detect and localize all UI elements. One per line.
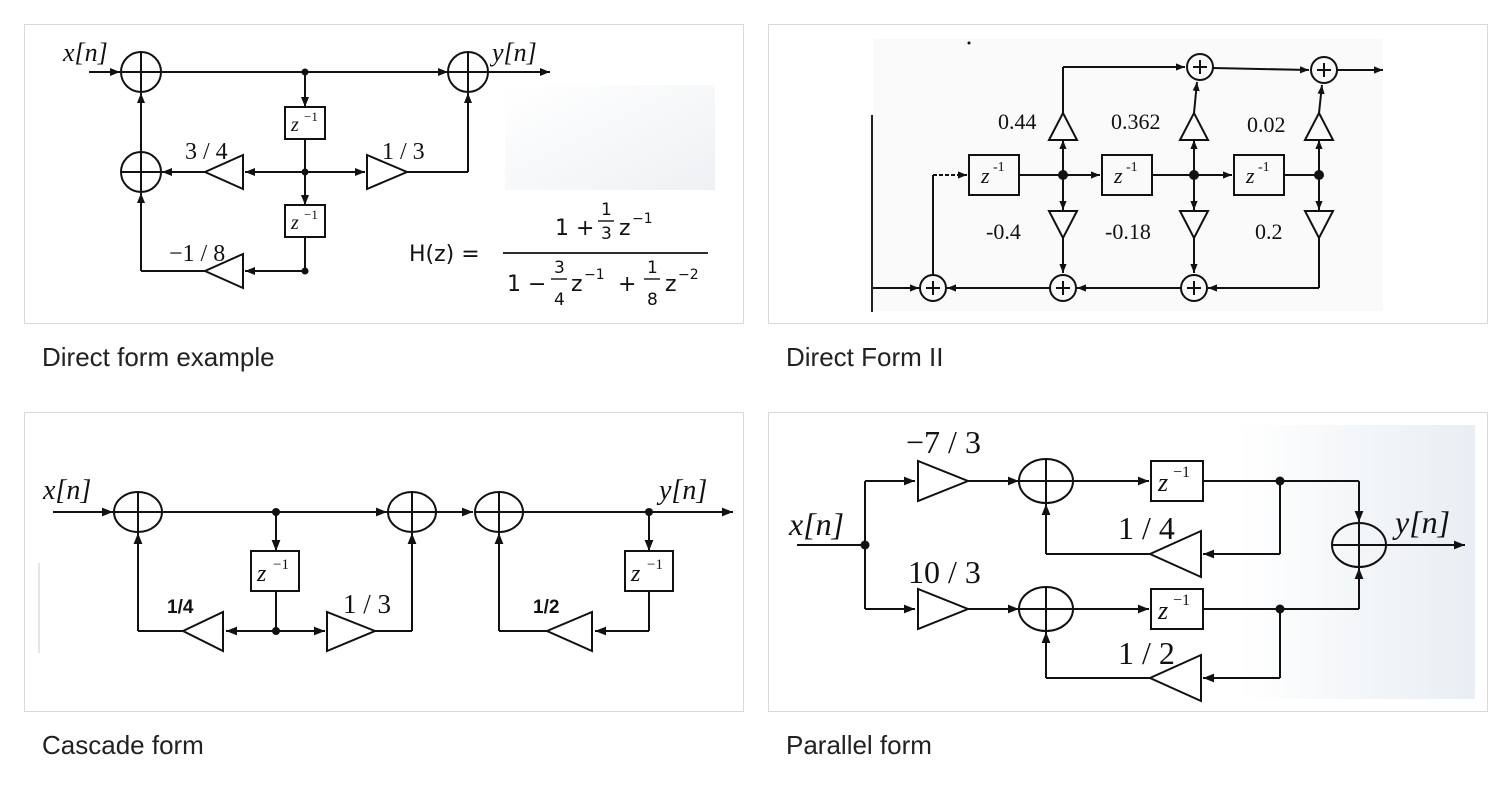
gain-triangle-3-4 [202,153,244,191]
caption-direct-form-example: Direct form example [42,342,275,372]
input-label: x[n] [62,38,108,67]
gain-label-1-2: 1/2 [533,597,559,618]
background-shade [1239,425,1475,699]
parallel-form-diagram: x[n] y[n] −7 / 3 10 / 3 1 / 4 1 / 2 z −1… [788,424,1475,703]
den-frac2-d: 8 [647,290,658,310]
gain-label-top-2: 0.362 [1111,109,1161,134]
gain-triangle-bottom-3 [1303,210,1335,241]
caption-cascade-form: Cascade form [42,730,204,760]
gain-label-top-3: 0.02 [1247,112,1286,137]
gain-label-bottom-1: -0.4 [986,219,1021,244]
card-direct-form-example: x[n] y[n] z −1 z −1 3 / 4 1 / 3 −1 / 8 H… [24,24,744,372]
delay-label: z [256,561,267,587]
gain-triangle-top-2 [1178,110,1210,141]
den-frac2-n: 1 [647,258,658,278]
num-frac-n: 1 [601,200,612,220]
background-shade [505,85,715,190]
gain-triangle-1-4 [180,610,224,653]
diagram-frame: x[n] y[n] z −1 z −1 1/4 1 / 3 1/2 [24,412,744,712]
den-z2: z [665,272,677,297]
gain-triangle-minus-1-8 [202,252,244,290]
transfer-function: H(z) = 1 + 1 3 z −1 1 − 3 4 z −1 + 1 8 z… [409,200,708,310]
gain-label-1-3: 1 / 3 [382,139,425,165]
den-frac1-d: 4 [554,290,565,310]
gain-triangle-top-3 [1303,110,1335,141]
output-label: y[n] [489,38,537,67]
den-exp1: −1 [584,267,605,283]
adder-top-1 [1186,53,1214,81]
gain-label-1-4: 1/4 [167,597,194,618]
direct-form-ii-diagram: z -1 z -1 z -1 0.44 0.362 0.02 -0.4 -0.1… [871,39,1383,312]
delay-exponent: −1 [304,207,318,222]
num-one: 1 + [555,216,594,241]
den-plus: + [618,272,636,297]
direct-form-diagram: x[n] y[n] z −1 z −1 3 / 4 1 / 3 −1 / 8 H… [62,38,715,310]
card-cascade-form: x[n] y[n] z −1 z −1 1/4 1 / 3 1/2 Cascad… [24,412,744,760]
den-frac1-n: 3 [554,258,565,278]
h-lhs: H(z) = [409,242,480,267]
output-label: y[n] [1392,504,1450,540]
delay-exponent: −1 [1173,464,1190,481]
delay-label: z [1113,163,1123,188]
delay-exponent: -1 [1258,160,1270,175]
diagram-frame: x[n] y[n] z −1 z −1 3 / 4 1 / 3 −1 / 8 H… [24,24,744,324]
den-z1: z [571,272,583,297]
delay-exponent: −1 [304,109,318,124]
gain-label-minus-1-8: −1 / 8 [169,241,225,267]
input-label: x[n] [788,506,844,542]
gain-label-1-3: 1 / 3 [343,589,391,619]
gain-label-bottom-2: -0.18 [1105,219,1151,244]
delay-exponent: −1 [273,557,289,573]
gain-triangle-minus-7-3 [917,459,971,503]
den-exp2: −2 [678,267,699,283]
gain-label-10-3: 10 / 3 [908,554,981,590]
delay-exponent: -1 [1126,160,1138,175]
delay-label: z [630,561,641,587]
input-label: x[n] [42,475,91,506]
output-label: y[n] [656,475,707,506]
gain-triangle-top-1 [1047,110,1079,141]
gain-triangle-1-2 [544,610,593,653]
gain-label-minus-7-3: −7 / 3 [906,424,981,460]
cascade-form-diagram: x[n] y[n] z −1 z −1 1/4 1 / 3 1/2 [38,475,733,653]
gain-triangle-bottom-1 [1047,210,1079,241]
delay-exponent: −1 [647,557,663,573]
card-parallel-form: x[n] y[n] −7 / 3 10 / 3 1 / 4 1 / 2 z −1… [768,412,1488,760]
gain-label-3-4: 3 / 4 [185,139,228,165]
delay-label: z [1157,468,1168,497]
gain-label-1-2: 1 / 2 [1118,635,1175,671]
diagram-frame: x[n] y[n] −7 / 3 10 / 3 1 / 4 1 / 2 z −1… [768,412,1488,712]
num-z: z [619,216,631,241]
diagram-frame: z -1 z -1 z -1 0.44 0.362 0.02 -0.4 -0.1… [768,24,1488,324]
num-exp: −1 [632,211,653,227]
caption-parallel-form: Parallel form [786,730,932,760]
delay-label: z [980,163,990,188]
delay-exponent: −1 [1173,592,1190,609]
delay-label: z [1245,163,1255,188]
caption-direct-form-ii: Direct Form II [786,342,944,372]
gain-label-1-4: 1 / 4 [1118,510,1175,546]
delay-label: z [290,212,299,234]
delay-label: z [290,114,299,136]
gain-triangle-10-3 [917,587,971,631]
gain-label-top-1: 0.44 [998,109,1037,134]
den-one: 1 − [507,272,546,297]
gain-triangle-1-4 [1147,529,1202,579]
num-frac-d: 3 [601,224,612,244]
delay-exponent: -1 [993,160,1005,175]
delay-label: z [1157,596,1168,625]
gain-label-bottom-3: 0.2 [1255,219,1283,244]
card-direct-form-ii: z -1 z -1 z -1 0.44 0.362 0.02 -0.4 -0.1… [768,24,1488,372]
gain-triangle-1-3 [326,610,378,653]
gain-triangle-1-2 [1147,653,1202,703]
gain-triangle-1-3 [366,153,410,191]
gain-triangle-bottom-2 [1178,210,1210,241]
